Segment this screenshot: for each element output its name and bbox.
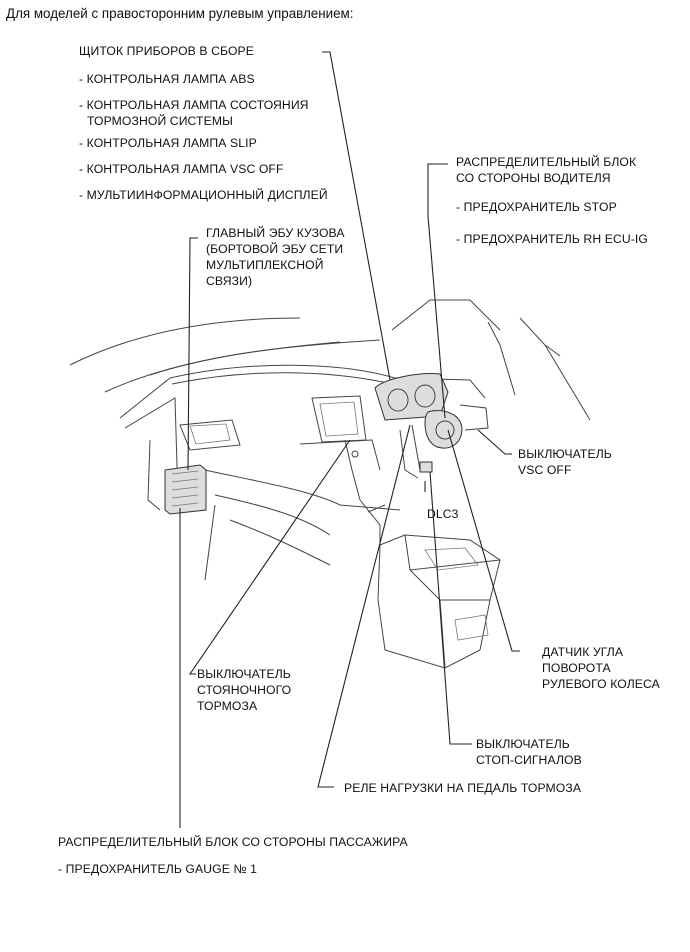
page-title: Для моделей с правосторонним рулевым упр… — [6, 6, 354, 21]
meter-brake-label-1: - КОНТРОЛЬНАЯ ЛАМПА СОСТОЯНИЯ — [79, 98, 309, 112]
meter-label: ЩИТОК ПРИБОРОВ В СБОРЕ — [79, 44, 255, 58]
fuse-gauge-label: - ПРЕДОХРАНИТЕЛЬ GAUGE № 1 — [58, 862, 257, 876]
main-ecu-label-4: СВЯЗИ) — [206, 274, 253, 288]
parking-brake-label-3: ТОРМОЗА — [197, 699, 258, 713]
steer-sensor-label-1: ДАТЧИК УГЛА — [542, 645, 624, 659]
meter-vsc-label: - КОНТРОЛЬНАЯ ЛАМПА VSC OFF — [79, 162, 284, 176]
main-ecu-label-2: (БОРТОВОЙ ЭБУ СЕТИ — [206, 242, 344, 256]
passenger-jb-label: РАСПРЕДЕЛИТЕЛЬНЫЙ БЛОК СО СТОРОНЫ ПАССАЖ… — [58, 835, 408, 849]
driver-jb-label-2: СО СТОРОНЫ ВОДИТЕЛЯ — [456, 171, 611, 185]
leader-lines — [179, 51, 520, 828]
parking-brake-label-1: ВЫКЛЮЧАТЕЛЬ — [197, 667, 291, 681]
driver-jb-label-1: РАСПРЕДЕЛИТЕЛЬНЫЙ БЛОК — [456, 155, 637, 169]
stop-light-label-1: ВЫКЛЮЧАТЕЛЬ — [476, 737, 570, 751]
vsc-switch-label-1: ВЫКЛЮЧАТЕЛЬ — [518, 447, 612, 461]
stop-light-label-2: СТОП-СИГНАЛОВ — [476, 753, 582, 767]
parking-brake-label-2: СТОЯНОЧНОГО — [197, 683, 292, 697]
fuse-rh-ecu-label: - ПРЕДОХРАНИТЕЛЬ RH ECU-IG — [456, 232, 648, 246]
steer-sensor-label-2: ПОВОРОТА — [542, 661, 611, 675]
pedal-relay-label: РЕЛЕ НАГРУЗКИ НА ПЕДАЛЬ ТОРМОЗА — [344, 781, 582, 795]
dashboard-sketch — [69, 299, 591, 669]
vsc-switch-label-2: VSC OFF — [518, 463, 572, 477]
fuse-stop-label: - ПРЕДОХРАНИТЕЛЬ STOP — [456, 200, 617, 214]
main-ecu-label-3: МУЛЬТИПЛЕКСНОЙ — [206, 258, 324, 272]
steer-sensor-label-3: РУЛЕВОГО КОЛЕСА — [542, 677, 660, 691]
dlc3-label: DLC3 — [427, 507, 459, 521]
meter-abs-label: - КОНТРОЛЬНАЯ ЛАМПА ABS — [79, 72, 255, 86]
meter-slip-label: - КОНТРОЛЬНАЯ ЛАМПА SLIP — [79, 136, 257, 150]
main-ecu-label-1: ГЛАВНЫЙ ЭБУ КУЗОВА — [206, 226, 345, 240]
meter-brake-label-2: ТОРМОЗНОЙ СИСТЕМЫ — [87, 114, 233, 128]
meter-mid-label: - МУЛЬТИИНФОРМАЦИОННЫЙ ДИСПЛЕЙ — [79, 188, 328, 202]
